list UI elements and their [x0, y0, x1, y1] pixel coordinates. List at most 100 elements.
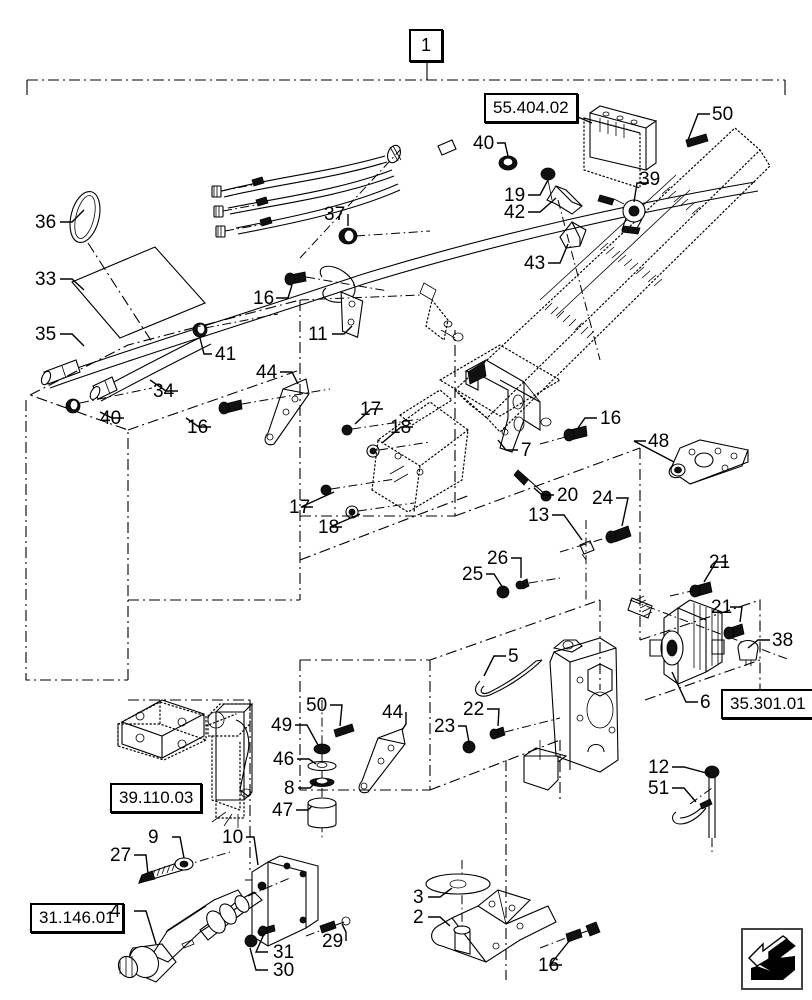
callout-40-top: 40 — [473, 133, 495, 154]
valve-block-group — [565, 105, 658, 189]
callout-37: 37 — [324, 204, 346, 225]
base-plate-2 — [431, 860, 557, 963]
callout-17-lower: 17 — [289, 497, 311, 518]
fastener-26 — [515, 577, 561, 590]
callout-44-lower: 44 — [382, 702, 404, 723]
pin-20 — [513, 469, 552, 502]
callout-18-lower: 18 — [318, 517, 340, 538]
cotter-pin-51 — [671, 787, 713, 825]
callout-50-stack: 50 — [306, 695, 328, 716]
callout-35: 35 — [35, 324, 57, 345]
callout-41: 41 — [215, 344, 237, 365]
callout-19: 19 — [504, 185, 526, 206]
assembly-boundaries — [25, 299, 761, 980]
ref-39-110-03[interactable]: 39.110.03 — [110, 783, 203, 813]
ref-35-301-01[interactable]: 35.301.01 — [721, 689, 812, 719]
callout-21-lower: 21 — [711, 597, 733, 618]
callout-31: 31 — [273, 942, 295, 963]
bolt-16-bottom — [539, 921, 601, 949]
callout-44-upper: 44 — [256, 362, 278, 383]
callout-26: 26 — [487, 548, 509, 569]
callout-20: 20 — [557, 485, 579, 506]
callout-16-top: 16 — [253, 288, 275, 309]
callout-49: 49 — [271, 715, 293, 736]
callout-36: 36 — [35, 212, 57, 233]
callout-40-left: 40 — [100, 408, 122, 429]
callout-4: 4 — [110, 901, 121, 922]
callout-2: 2 — [413, 907, 424, 928]
hose-fitting — [213, 196, 269, 218]
fastener-40-left — [65, 387, 153, 414]
fastener-17-upper — [341, 418, 421, 436]
cap-38 — [737, 639, 759, 666]
bolt-16-top — [284, 271, 389, 292]
callout-11: 11 — [308, 324, 328, 345]
callout-6: 6 — [700, 692, 711, 713]
bracket-44-lower — [358, 728, 406, 794]
ref-label: 31.146.01 — [39, 908, 115, 927]
ref-31-146-01[interactable]: 31.146.01 — [30, 903, 124, 933]
jack-assembly — [117, 699, 254, 828]
washer-3 — [425, 873, 491, 895]
driveline-4 — [117, 877, 291, 983]
wedge-50-top — [685, 133, 709, 148]
callout-42: 42 — [504, 202, 526, 223]
callout-51: 51 — [648, 778, 670, 799]
callout-24: 24 — [592, 488, 614, 509]
callout-16-right: 16 — [600, 408, 622, 429]
hose-34 — [89, 334, 212, 402]
callout-3: 3 — [413, 887, 424, 908]
hose-fitting — [215, 216, 273, 238]
fastener-30 — [244, 934, 258, 948]
callout-34: 34 — [153, 381, 175, 402]
callout-22: 22 — [463, 699, 485, 720]
seal-ring-36 — [69, 190, 101, 244]
assembly-title-label: 1 — [421, 35, 432, 55]
fastener-24 — [559, 525, 632, 553]
pin-12 — [704, 765, 720, 852]
bolt-16-left — [218, 388, 331, 415]
main-support-bracket — [523, 637, 619, 791]
bracket-48 — [668, 439, 749, 485]
ref-label: 55.404.02 — [493, 98, 569, 117]
linkage-42 — [540, 167, 583, 215]
hose-35 — [40, 181, 759, 389]
callout-27: 27 — [110, 845, 132, 866]
hose-coupler — [387, 144, 402, 164]
fastener-22 — [489, 717, 561, 740]
hose-bundle — [211, 139, 457, 259]
ref-label: 39.110.03 — [119, 788, 194, 807]
callout-12: 12 — [648, 757, 670, 778]
callout-46: 46 — [273, 749, 295, 770]
bolt-29 — [305, 916, 351, 937]
pivot-bracket-7 — [438, 344, 562, 453]
callout-9: 9 — [148, 827, 159, 848]
callout-47: 47 — [272, 800, 294, 821]
assembly-title-box: 1 — [409, 29, 444, 62]
hook-5 — [475, 659, 543, 697]
callout-33: 33 — [35, 269, 57, 290]
bracket-44-upper — [264, 378, 310, 446]
callout-25: 25 — [462, 564, 484, 585]
fastener-21-upper — [669, 581, 713, 598]
callout-50-top: 50 — [712, 104, 734, 125]
callout-5: 5 — [508, 646, 519, 667]
callout-7: 7 — [521, 440, 532, 461]
fastener-25 — [496, 585, 510, 599]
ref-label: 35.301.01 — [730, 694, 806, 713]
grommet-37 — [338, 227, 431, 245]
ref-55-404-02[interactable]: 55.404.02 — [484, 93, 578, 123]
top-assembly-bracket — [26, 58, 786, 95]
fastener-31 — [258, 924, 276, 935]
callout-29: 29 — [322, 931, 344, 952]
hidden-bracket-assembly — [371, 282, 469, 513]
callout-8: 8 — [284, 778, 295, 799]
linkage-43 — [559, 221, 587, 249]
fastener-21-lower — [723, 623, 745, 640]
callout-38: 38 — [772, 630, 794, 651]
callout-43: 43 — [524, 253, 546, 274]
callout-48: 48 — [648, 431, 670, 452]
